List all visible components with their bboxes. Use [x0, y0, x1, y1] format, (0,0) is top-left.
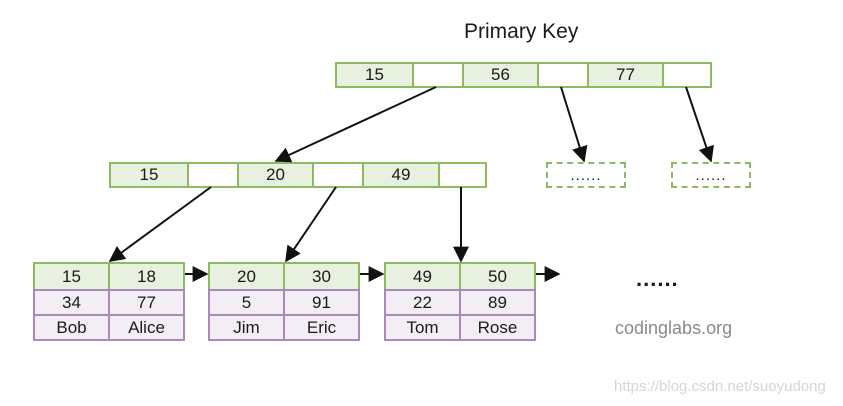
leaf-key: 49 [413, 266, 432, 286]
leaf-key-row: 20 30 [210, 264, 358, 289]
leaf-record-row: 5 91 [210, 289, 358, 314]
leaf-value: 34 [62, 292, 81, 312]
root-pointer-2 [537, 64, 587, 86]
leaf-records: 34 77 Bob Alice [33, 289, 185, 341]
leaf-key: 18 [108, 264, 183, 289]
arrow-internal-to-leaf-1 [108, 186, 212, 262]
internal-key-2: 20 [237, 164, 312, 186]
arrow-root-to-placeholder-1 [560, 86, 588, 163]
leaf-records: 22 89 Tom Rose [384, 289, 536, 341]
root-key-3: 77 [587, 64, 662, 86]
leaf-node-3: 49 50 22 89 Tom Rose [384, 262, 536, 341]
internal-pointer-1 [187, 164, 237, 186]
root-key-2: 56 [462, 64, 537, 86]
arrow-internal-to-leaf-2 [285, 186, 337, 263]
leaf-records: 5 91 Jim Eric [208, 289, 360, 341]
internal-key-1: 15 [111, 164, 187, 186]
leaf-value: 91 [283, 291, 358, 314]
leaf-value: Eric [283, 316, 358, 339]
leaf-key-row: 49 50 [386, 264, 534, 289]
leaf-key: 30 [283, 264, 358, 289]
watermark: https://blog.csdn.net/suoyudong [614, 378, 826, 395]
internal-node: 15 20 49 [109, 162, 487, 188]
root-node: 15 56 77 [335, 62, 712, 88]
leaf-key-row: 15 18 [35, 264, 183, 289]
leaf-node-1: 15 18 34 77 Bob Alice [33, 262, 185, 341]
leaf-record-row: Tom Rose [386, 314, 534, 339]
leaf-value: Alice [108, 316, 183, 339]
leaf-value: 77 [108, 291, 183, 314]
leaf-value: Tom [406, 317, 439, 337]
root-pointer-1 [412, 64, 462, 86]
leaf-record-row: 22 89 [386, 289, 534, 314]
leaf-key: 15 [62, 266, 81, 286]
leaf-record-row: Bob Alice [35, 314, 183, 339]
leaf-record-row: Jim Eric [210, 314, 358, 339]
leaf-value: Bob [56, 317, 87, 337]
more-leaves-ellipsis: ...... [636, 266, 679, 291]
placeholder-node-2: ...... [671, 162, 751, 188]
internal-key-3: 49 [362, 164, 438, 186]
leaf-value: 89 [459, 291, 534, 314]
leaf-value: Jim [233, 317, 260, 337]
root-key-1: 15 [337, 64, 412, 86]
leaf-record-row: 34 77 [35, 289, 183, 314]
brand-caption: codinglabs.org [615, 318, 733, 338]
leaf-node-2: 20 30 5 91 Jim Eric [208, 262, 360, 341]
leaf-value: 5 [241, 292, 252, 312]
internal-pointer-3 [438, 164, 485, 186]
leaf-value: Rose [459, 316, 534, 339]
arrow-root-to-internal [274, 86, 437, 163]
arrow-root-to-placeholder-2 [685, 86, 714, 163]
leaf-value: 22 [413, 292, 432, 312]
placeholder-node-1: ...... [546, 162, 626, 188]
leaf-key: 20 [237, 266, 256, 286]
root-pointer-3 [662, 64, 710, 86]
leaf-key: 50 [459, 264, 534, 289]
diagram-title: Primary Key [464, 20, 579, 43]
internal-pointer-2 [312, 164, 362, 186]
